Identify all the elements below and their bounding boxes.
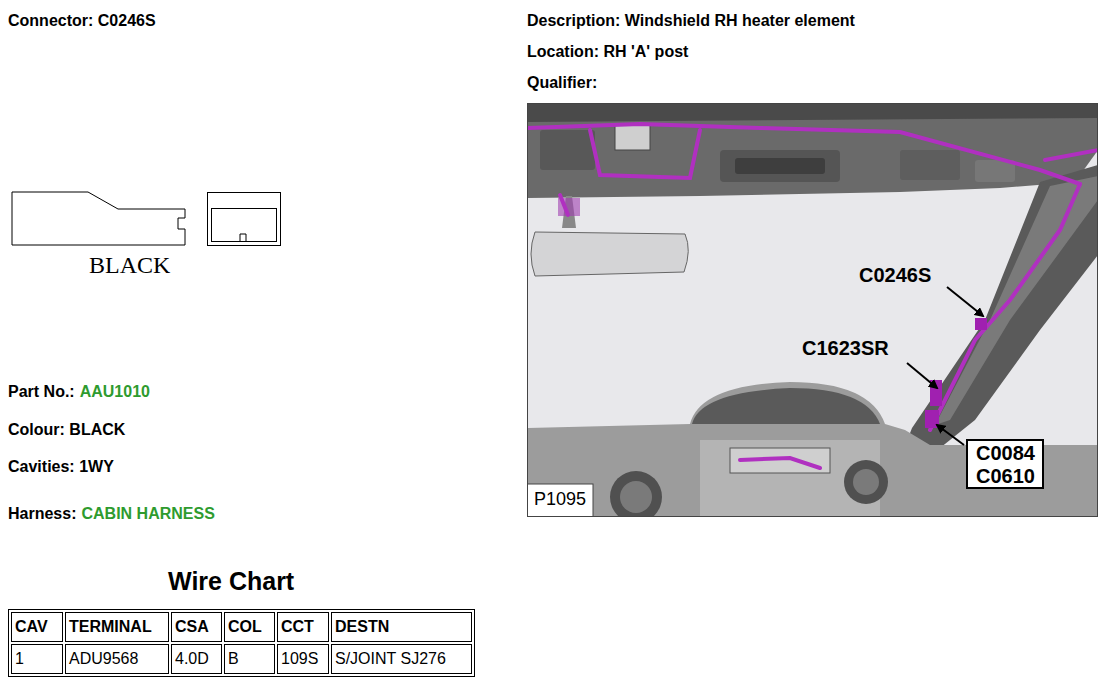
- field-name: Harness:: [8, 505, 76, 522]
- table-header: CSA: [171, 612, 222, 642]
- illustration-part: [12, 192, 185, 245]
- illustration-part: [735, 158, 825, 174]
- colour-field: Colour: BLACK: [8, 421, 125, 438]
- illustration-part: [528, 104, 1097, 516]
- callout-label: C0246S: [857, 264, 933, 286]
- description: Description: Windshield RH heater elemen…: [527, 12, 855, 29]
- table-cell: S/JOINT SJ276: [331, 644, 472, 674]
- text-row: Description: Windshield RH heater elemen…: [527, 11, 855, 30]
- illustration-part: [528, 104, 1097, 198]
- illustration-part: [975, 318, 987, 330]
- callout-label: C0084: [976, 442, 1035, 464]
- colour-caption: BLACK: [89, 252, 170, 278]
- text-row: C0610: [976, 464, 1035, 488]
- illustration-part: [620, 481, 652, 513]
- illustration-part: [528, 104, 1097, 122]
- table-cell: 109S: [277, 644, 329, 674]
- cell-value: ADU9568: [69, 650, 138, 667]
- illustration-part: [610, 471, 662, 516]
- callout-label: C0610: [976, 465, 1035, 487]
- column-heading: COL: [228, 618, 262, 635]
- illustration-part: [730, 448, 830, 473]
- view-number: P1095: [534, 489, 586, 509]
- text-row: Connector: C0246S: [8, 11, 156, 30]
- table-cell: 4.0D: [171, 644, 222, 674]
- illustration-part: [208, 193, 281, 246]
- text-row: Qualifier:: [527, 73, 597, 92]
- illustration-part: [1045, 150, 1097, 160]
- illustration-part: [740, 458, 820, 468]
- leader-arrow: [907, 287, 983, 445]
- illustration-part: [531, 232, 688, 276]
- illustration-part: [540, 130, 595, 170]
- illustration-part: [900, 150, 960, 180]
- illustration-part: [240, 234, 246, 241]
- connector-id: Connector: C0246S: [8, 12, 156, 29]
- illustration-part: [844, 460, 888, 504]
- image-frame: [528, 104, 1098, 517]
- harness-name: CABIN HARNESS: [81, 505, 214, 522]
- cell-value: 1: [15, 650, 24, 667]
- qualifier: Qualifier:: [527, 74, 597, 91]
- interior-illustration: [528, 104, 1097, 516]
- cell-value: 4.0D: [175, 650, 209, 667]
- illustration-part: [590, 130, 700, 178]
- illustration-part: [937, 425, 964, 445]
- text-row: Harness: CABIN HARNESS: [8, 504, 215, 523]
- text-row: BLACK: [89, 251, 170, 280]
- table-header: CAV: [11, 612, 63, 642]
- illustration-part: [692, 388, 880, 424]
- table-cell: B: [224, 644, 275, 674]
- column-heading: DESTN: [335, 618, 389, 635]
- text-row: C1623SR: [800, 336, 891, 360]
- illustration-part: [930, 184, 1080, 430]
- part-number: AAU1010: [80, 383, 150, 400]
- cell-value: B: [228, 650, 239, 667]
- wire-chart: CAV TERMINAL CSA COL CCT DESTN 1 ADU9568 4.0D B 10…: [8, 609, 475, 677]
- column-heading: CSA: [175, 618, 209, 635]
- illustration-part: [853, 469, 879, 495]
- cavities-field: Cavities: 1WY: [8, 458, 114, 475]
- illustration-part: [615, 125, 650, 150]
- text-row: Cavities: 1WY: [8, 457, 114, 476]
- text-row: P1095: [534, 489, 586, 511]
- column-heading: CAV: [15, 618, 48, 635]
- illustration-part: [905, 165, 1097, 452]
- illustration-part: [720, 150, 840, 182]
- callout-label: C1623SR: [800, 337, 891, 359]
- table-header: COL: [224, 612, 275, 642]
- table-header: TERMINAL: [65, 612, 169, 642]
- text-row: Colour: BLACK: [8, 420, 125, 439]
- location: Location: RH 'A' post: [527, 43, 688, 60]
- illustration-part: [560, 195, 568, 215]
- view-number-box: [528, 484, 593, 516]
- field-name: Part No.:: [8, 383, 75, 400]
- connector-drawing: [12, 192, 281, 246]
- text-row: C0246S: [857, 263, 933, 287]
- illustration-part: [528, 124, 1080, 184]
- illustration-part: [212, 209, 277, 242]
- cell-value: 109S: [281, 650, 318, 667]
- text-row: Location: RH 'A' post: [527, 42, 688, 61]
- text-row: C0084: [976, 441, 1035, 465]
- text-row: Part No.: AAU1010: [8, 382, 150, 401]
- cell-value: S/JOINT SJ276: [335, 650, 446, 667]
- table-header: CCT: [277, 612, 329, 642]
- illustration-part: [935, 176, 1097, 425]
- column-heading: TERMINAL: [69, 618, 152, 635]
- table-header: DESTN: [331, 612, 472, 642]
- text-row: Wire Chart: [168, 566, 294, 596]
- table-cell: 1: [11, 644, 63, 674]
- illustration-part: [907, 363, 937, 388]
- callout-box: [967, 440, 1043, 488]
- table-cell: ADU9568: [65, 644, 169, 674]
- illustration-part: [947, 287, 983, 316]
- harness-wire: [528, 124, 1097, 468]
- column-heading: CCT: [281, 618, 314, 635]
- table-title: Wire Chart: [168, 567, 294, 595]
